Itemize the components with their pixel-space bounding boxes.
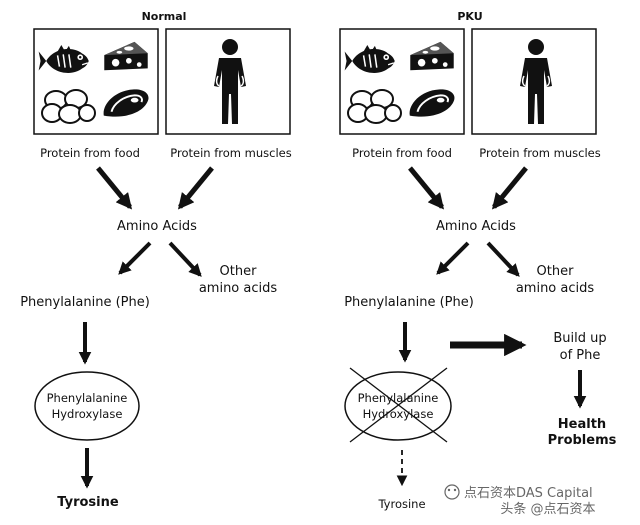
watermark: 点石资本DAS Capital 头条 @点石资本	[444, 484, 596, 517]
normal-other-line2: amino acids	[199, 281, 278, 296]
pku-health-line2: Problems	[548, 433, 617, 448]
normal-panel: Normal Protein from food Protein from mu…	[20, 10, 292, 510]
pku-arrow-phe	[436, 241, 470, 275]
pku-amino-acids: Amino Acids	[436, 219, 516, 234]
pku-title: PKU	[457, 10, 482, 23]
normal-arrow-food	[96, 166, 133, 210]
pku-product: Tyrosine	[377, 497, 425, 511]
pku-arrow-muscles	[491, 166, 528, 210]
normal-amino-acids: Amino Acids	[117, 219, 197, 234]
pku-source-muscles: Protein from muscles	[479, 146, 600, 160]
normal-other-line1: Other	[220, 264, 258, 279]
normal-enzyme-line1: Phenylalanine	[47, 391, 128, 405]
normal-phe: Phenylalanine (Phe)	[20, 295, 150, 310]
normal-arrow-muscles	[177, 166, 214, 210]
pku-arrow-food	[408, 166, 445, 210]
normal-product: Tyrosine	[57, 495, 119, 510]
pku-enzyme-cross-b	[349, 367, 448, 443]
normal-arrow-other	[168, 241, 202, 277]
wechat-icon	[444, 484, 460, 500]
watermark-line2: 头条 @点石资本	[500, 501, 595, 517]
pku-enzyme-line2: Hydroxylase	[363, 407, 434, 421]
pku-source-food: Protein from food	[352, 146, 452, 160]
pku-panel: PKU Protein from food Protein from muscl…	[339, 10, 617, 511]
normal-title: Normal	[142, 10, 187, 23]
pku-other-line1: Other	[537, 264, 575, 279]
watermark-line1: 点石资本DAS Capital	[464, 486, 593, 501]
pku-arrow-other	[486, 241, 520, 277]
pku-buildup-line2: of Phe	[560, 348, 601, 363]
pku-enzyme-line1: Phenylalanine	[358, 391, 439, 405]
pku-other-line2: amino acids	[516, 281, 595, 296]
normal-enzyme-line2: Hydroxylase	[52, 407, 123, 421]
normal-source-muscles: Protein from muscles	[170, 146, 291, 160]
normal-enzyme	[34, 371, 140, 441]
pku-buildup-line1: Build up	[553, 331, 606, 346]
pku-health-line1: Health	[558, 417, 606, 432]
normal-arrow-phe	[118, 241, 152, 275]
normal-source-food: Protein from food	[40, 146, 140, 160]
pku-phe: Phenylalanine (Phe)	[344, 295, 474, 310]
